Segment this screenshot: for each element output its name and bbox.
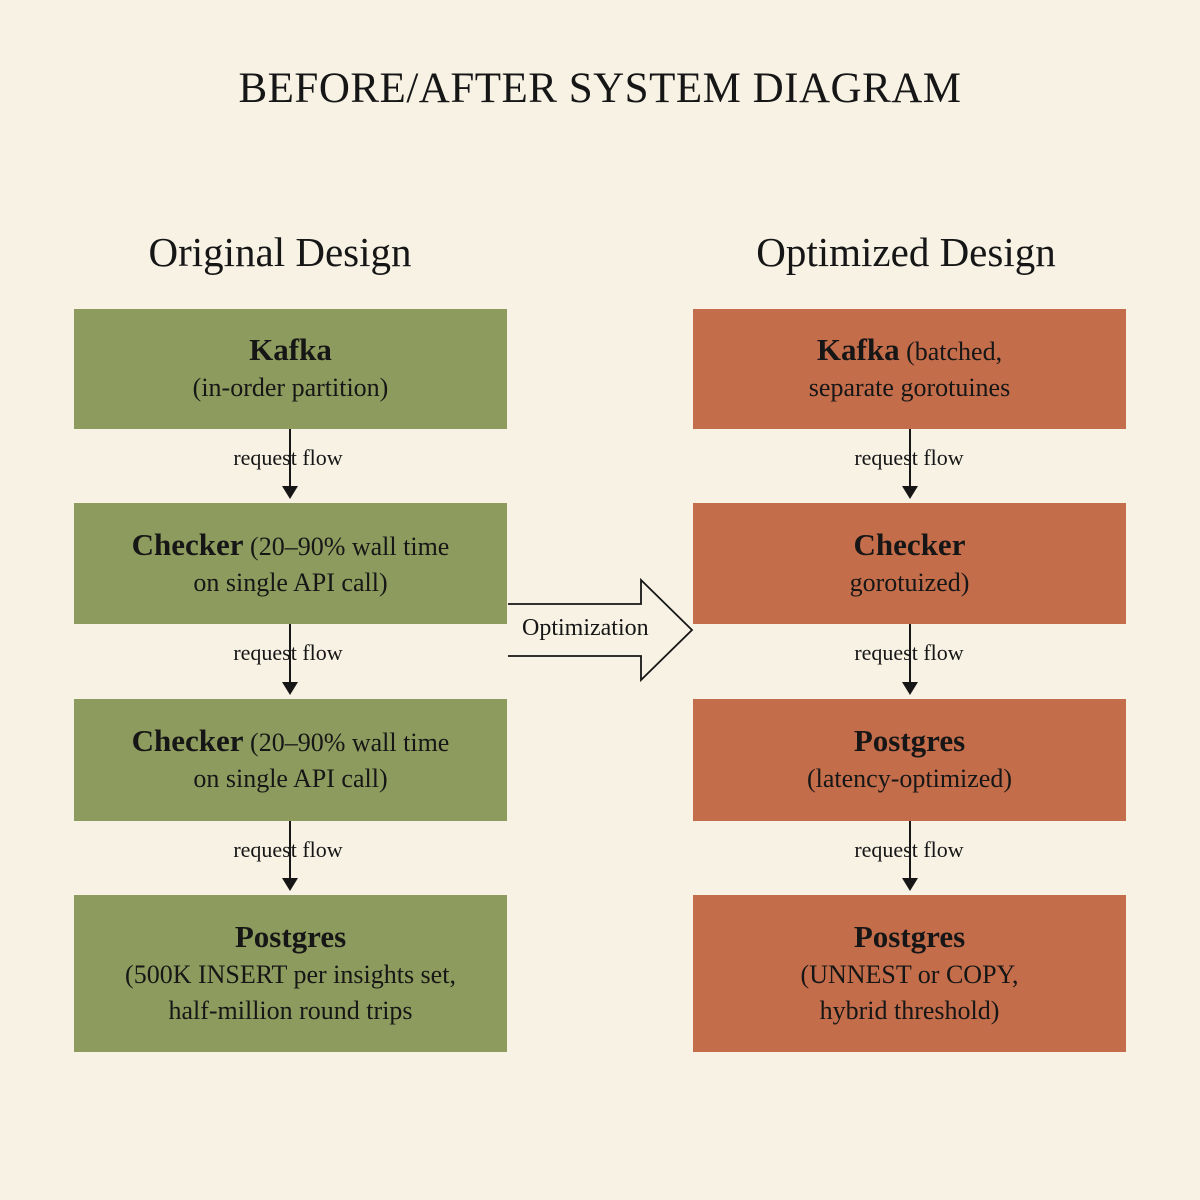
flow-label: request flow [854, 837, 964, 862]
box-desc: on single API call) [193, 567, 388, 597]
diagram-title: BEFORE/AFTER SYSTEM DIAGRAM [238, 65, 962, 112]
original-design-heading: Original Design [148, 229, 412, 275]
arrowhead-down-icon [282, 878, 298, 891]
box-desc: gorotuized) [849, 567, 970, 597]
box-name: Checker [853, 526, 966, 562]
optimized-postgres-box-1: Postgres (latency-optimized) [693, 699, 1126, 821]
box-desc: separate gorotuines [808, 373, 1011, 402]
box-desc: hybrid threshold) [819, 995, 1000, 1025]
box-desc: (latency-optimized) [806, 764, 1013, 793]
box-name: Postgres [853, 723, 966, 758]
box-name: Kafka [249, 332, 332, 367]
original-checker-box-1: Checker (20–90% wall time on single API … [74, 503, 507, 624]
optimized-design-heading: Optimized Design [756, 229, 1056, 275]
flow-label: request flow [854, 445, 964, 470]
box-desc: half-million round trips [168, 995, 413, 1025]
box-desc: (500K INSERT per insights set, [125, 959, 456, 989]
box-name: Kafka [816, 332, 900, 367]
arrowhead-down-icon [282, 682, 298, 695]
box-desc: (in-order partition) [192, 373, 389, 402]
arrowhead-down-icon [282, 486, 298, 499]
flow-label: request flow [233, 445, 343, 470]
box-name: Postgres [234, 918, 347, 954]
flow-label: request flow [233, 640, 343, 665]
optimization-label: Optimization [522, 615, 649, 641]
optimized-kafka-box: Kafka (batched, separate gorotuines [693, 309, 1126, 429]
optimized-checker-box: Checker gorotuized) [693, 503, 1126, 624]
box-desc: (20–90% wall time [250, 531, 450, 561]
flow-label: request flow [233, 837, 343, 862]
arrowhead-down-icon [902, 486, 918, 499]
box-name: Postgres [853, 918, 966, 954]
original-postgres-box: Postgres (500K INSERT per insights set, … [74, 895, 507, 1052]
box-desc: (20–90% wall time [250, 728, 450, 757]
optimized-postgres-box-2: Postgres (UNNEST or COPY, hybrid thresho… [693, 895, 1126, 1052]
arrowhead-down-icon [902, 878, 918, 891]
original-checker-box-2: Checker (20–90% wall time on single API … [74, 699, 507, 821]
box-name: Checker [131, 526, 244, 562]
flow-label: request flow [854, 640, 964, 665]
box-desc: (UNNEST or COPY, [800, 959, 1019, 989]
original-kafka-box: Kafka (in-order partition) [74, 309, 507, 429]
box-name: Checker [131, 723, 244, 758]
arrowhead-down-icon [902, 682, 918, 695]
box-desc: on single API call) [193, 764, 388, 793]
box-desc: (batched, [906, 337, 1003, 366]
